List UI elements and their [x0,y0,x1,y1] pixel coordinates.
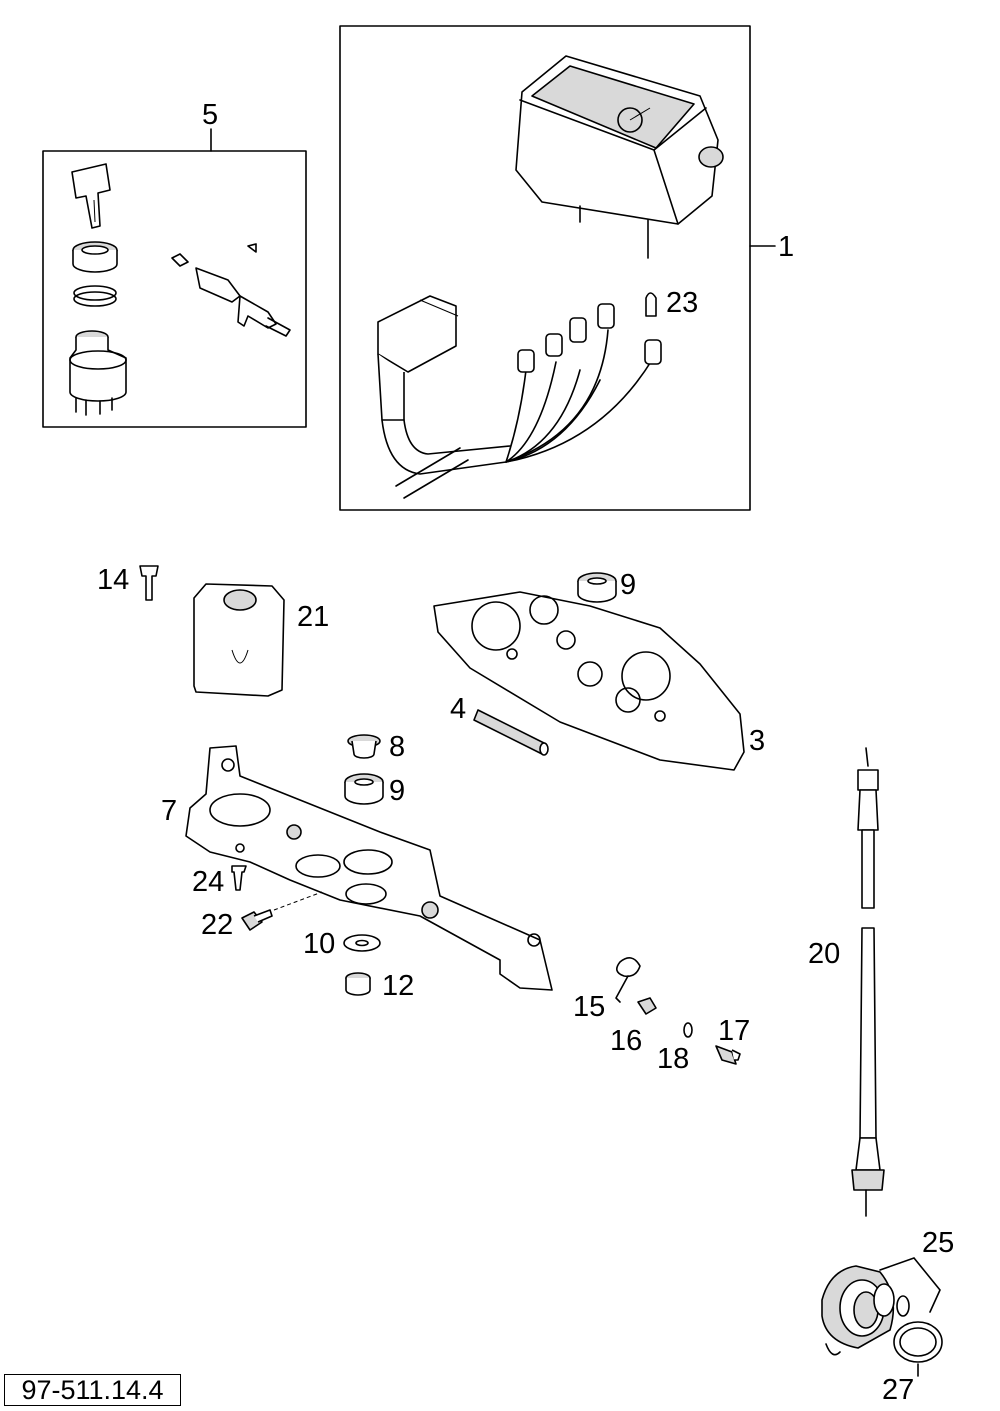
callout-3: 3 [749,725,765,757]
callout-16: 16 [610,1025,642,1057]
ignition-switch-kit [42,128,307,428]
callout-24: 24 [192,866,224,898]
callout-9-upper: 9 [620,569,636,601]
part-7-bracket [185,745,553,991]
callout-5: 5 [202,99,218,131]
part-27-retaining-ring [893,1321,943,1377]
callout-20: 20 [808,938,840,970]
callout-4: 4 [450,693,466,725]
part-24-screw [231,865,247,891]
callout-15: 15 [573,991,605,1023]
callout-23: 23 [666,287,698,319]
callout-1: 1 [778,231,794,263]
callout-17: 17 [718,1015,750,1047]
callout-labels: 1 3 4 5 7 8 9 9 10 12 14 15 16 17 18 20 … [97,99,954,1406]
reference-code: 97-511.14.4 [4,1374,181,1406]
part-14-pin [139,565,159,601]
part-3-gasket [433,591,745,771]
callout-21: 21 [297,601,329,633]
callout-25: 25 [922,1227,954,1259]
part-10-washer [343,934,381,952]
instrument-cluster-assembly [339,25,776,511]
part-16-nut [637,997,657,1015]
part-4-tube [473,709,549,756]
part-17-screw [715,1045,741,1065]
part-9-grommet-upper [577,572,617,603]
callout-18: 18 [657,1043,689,1075]
callout-22: 22 [201,909,233,941]
part-8-bushing [347,734,381,759]
callout-8: 8 [389,731,405,763]
callout-9-lower: 9 [389,775,405,807]
part-15-clip [615,957,641,1003]
callout-12: 12 [382,970,414,1002]
part-9-grommet-lower [344,773,384,805]
part-25-speedometer-drive [821,1257,941,1356]
callout-7: 7 [161,795,177,827]
part-21-cover [193,583,285,697]
callout-14: 14 [97,564,129,596]
part-20-cable [851,747,885,1217]
callout-10: 10 [303,928,335,960]
part-22-bolt [241,891,323,931]
part-18-washer [683,1022,693,1038]
part-12-nut [345,972,371,996]
callout-27: 27 [882,1374,914,1406]
